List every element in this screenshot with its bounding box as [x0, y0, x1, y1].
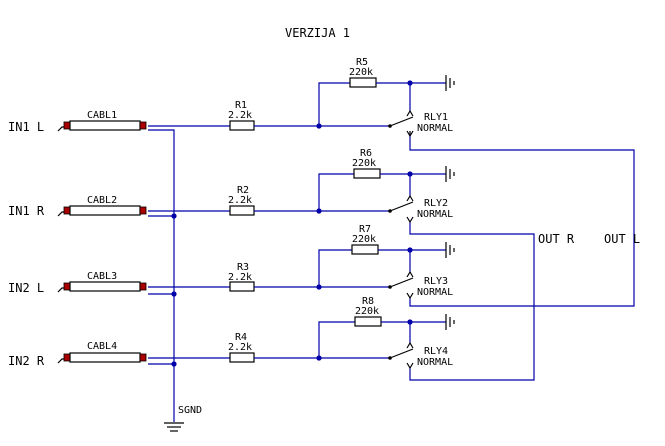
resistor-icon [229, 120, 255, 131]
relay-ref: RLY2 [424, 198, 448, 209]
cable-label: CABL4 [87, 341, 117, 352]
pulldown-resistor-icon [353, 168, 381, 179]
cable-icon [69, 281, 141, 292]
channel-2: IN1 R CABL2 R2 2.2k R6 220k RLY2 NORMA [8, 148, 455, 224]
pulldown-value: 220k [352, 158, 376, 169]
pulldown-value: 220k [355, 306, 379, 317]
schematic-title: VERZIJA 1 [285, 26, 350, 40]
pulldown-resistor-icon [354, 316, 382, 327]
resistor-icon [229, 205, 255, 216]
channel-4: IN2 R CABL4 R4 2.2k R8 220k RLY4 NORMA [8, 296, 455, 370]
connector-icon [139, 121, 147, 130]
resistor-icon [229, 352, 255, 363]
resistor-ref: R1 [235, 100, 247, 111]
resistor-icon [229, 281, 255, 292]
connector-icon [63, 353, 71, 362]
resistor-ref: R2 [237, 185, 249, 196]
resistor-value: 2.2k [228, 272, 252, 283]
pulldown-ref: R8 [362, 296, 374, 307]
channel-3: IN2 L CABL3 R3 2.2k R7 220k RLY3 NORMA [8, 224, 455, 300]
cable-label: CABL2 [87, 195, 117, 206]
output-right-label: OUT R [538, 232, 575, 246]
relay-ref: RLY4 [424, 346, 448, 357]
ground-symbol-icon [164, 422, 184, 432]
input-label: IN1 R [8, 204, 45, 218]
cable-icon [69, 352, 141, 363]
relay-ref: RLY3 [424, 276, 448, 287]
output-bus-right [409, 222, 535, 381]
connector-icon [63, 121, 71, 130]
pulldown-ref: R6 [360, 148, 372, 159]
output-bus-left [409, 134, 635, 307]
ground-label: SGND [178, 405, 202, 416]
ground-symbol-icon [445, 242, 455, 258]
resistor-ref: R4 [235, 332, 247, 343]
connector-icon [63, 206, 71, 215]
cable-label: CABL1 [87, 110, 117, 121]
resistor-value: 2.2k [228, 110, 252, 121]
connector-icon [139, 282, 147, 291]
pulldown-ref: R7 [359, 224, 371, 235]
ground-symbol-icon [445, 75, 455, 91]
resistor-value: 2.2k [228, 342, 252, 353]
cable-label: CABL3 [87, 271, 117, 282]
ground-symbol-icon [445, 314, 455, 330]
connector-icon [139, 353, 147, 362]
connector-icon [139, 206, 147, 215]
relay-state: NORMAL [417, 123, 453, 134]
relay-switch-icon [388, 194, 414, 224]
ground-symbol-icon [445, 166, 455, 182]
pulldown-resistor-icon [351, 244, 379, 255]
pulldown-ref: R5 [356, 57, 368, 68]
pulldown-resistor-icon [349, 77, 377, 88]
connector-icon [63, 282, 71, 291]
resistor-ref: R3 [237, 262, 249, 273]
output-left-label: OUT L [604, 232, 640, 246]
relay-ref: RLY1 [424, 112, 448, 123]
shield-ground-bus [148, 129, 177, 422]
relay-state: NORMAL [417, 209, 453, 220]
cable-icon [69, 205, 141, 216]
relay-state: NORMAL [417, 287, 453, 298]
relay-switch-icon [388, 270, 414, 300]
resistor-value: 2.2k [228, 195, 252, 206]
pulldown-value: 220k [352, 234, 376, 245]
input-label: IN1 L [8, 120, 44, 134]
input-label: IN2 R [8, 354, 45, 368]
cable-icon [69, 120, 141, 131]
relay-switch-icon [388, 109, 414, 138]
pulldown-value: 220k [349, 67, 373, 78]
channel-1: IN1 L CABL1 R1 2.2k R5 220k RLY1 [8, 57, 455, 138]
relay-state: NORMAL [417, 357, 453, 368]
relay-switch-icon [388, 341, 414, 370]
input-label: IN2 L [8, 281, 44, 295]
